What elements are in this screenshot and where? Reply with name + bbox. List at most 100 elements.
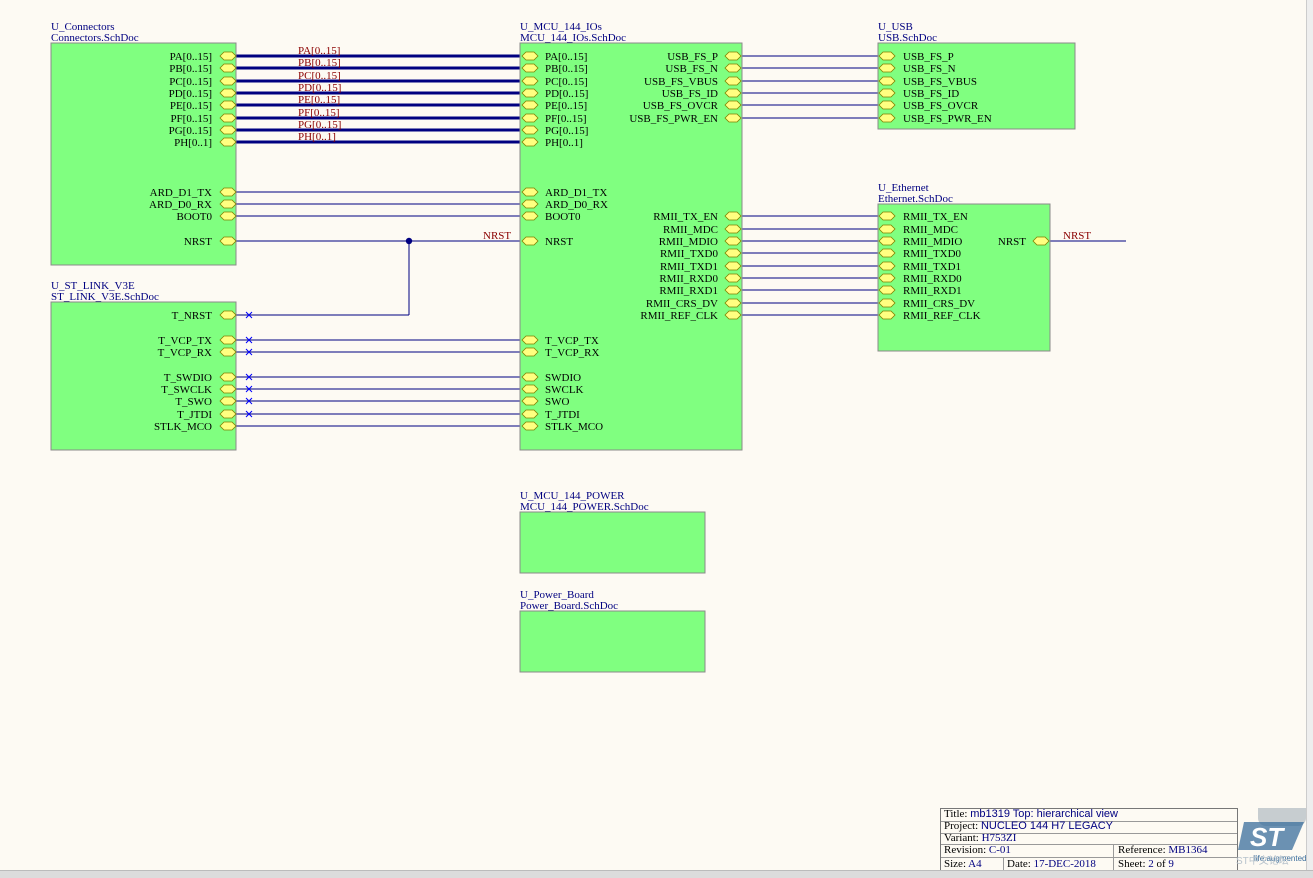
port-label-mcu-rmii-txd0: RMII_TXD0 xyxy=(660,248,719,260)
port-label-mcu-nrst: NRST xyxy=(545,236,573,248)
port-mcu-rmii-txd0 xyxy=(724,248,742,258)
port-label-mcu-rmii-tx-en: RMII_TX_EN xyxy=(653,211,718,223)
sheet-symbol-usb xyxy=(877,42,1076,130)
port-label-mcu-pg: PG[0..15] xyxy=(545,125,588,137)
bus-label-ph: PH[0..1] xyxy=(298,131,336,143)
port-mcu-pc xyxy=(521,76,539,86)
port-mcu-pe xyxy=(521,100,539,110)
port-eth-rmii-mdio xyxy=(878,236,896,246)
port-label-stlink-t-swo: T_SWO xyxy=(175,396,212,408)
port-label-mcu-ph: PH[0..1] xyxy=(545,137,583,149)
bus-label-pf: PF[0..15] xyxy=(298,107,340,119)
bus-label-pg: PG[0..15] xyxy=(298,119,341,131)
port-label-mcu-rmii-ref-clk: RMII_REF_CLK xyxy=(640,310,718,322)
bus-label-pc: PC[0..15] xyxy=(298,70,341,82)
sheet-symbol-power_board xyxy=(519,610,706,673)
port-stlink-t-jtdi xyxy=(219,409,237,419)
port-label-stlink-t-jtdi: T_JTDI xyxy=(177,409,212,421)
port-label-mcu-usb-fs-id: USB_FS_ID xyxy=(662,88,718,100)
port-connectors-pb xyxy=(219,63,237,73)
port-label-connectors-ard-d0-rx: ARD_D0_RX xyxy=(149,199,212,211)
sheet-value: 2 xyxy=(1148,858,1154,870)
net-label-nrst-eth: NRST xyxy=(1063,230,1091,242)
port-label-stlink-t-swclk: T_SWCLK xyxy=(161,384,212,396)
port-label-usb-usb-fs-ovcr: USB_FS_OVCR xyxy=(903,100,979,112)
port-label-usb-usb-fs-id: USB_FS_ID xyxy=(903,88,959,100)
port-label-mcu-t-vcp-tx: T_VCP_TX xyxy=(545,335,599,347)
port-label-mcu-pb: PB[0..15] xyxy=(545,63,588,75)
port-connectors-boot0 xyxy=(219,211,237,221)
revision-value: C-01 xyxy=(988,844,1011,856)
port-eth-rmii-txd1 xyxy=(878,261,896,271)
port-label-eth-rmii-ref-clk: RMII_REF_CLK xyxy=(903,310,981,322)
port-label-connectors-pd: PD[0..15] xyxy=(169,88,212,100)
sheet-filename-st_link: ST_LINK_V3E.SchDoc xyxy=(51,291,159,303)
sheet-designator-power_board: U_Power_Board xyxy=(520,589,594,601)
port-label-connectors-nrst: NRST xyxy=(184,236,212,248)
size-field: Size: A4 xyxy=(944,858,982,870)
port-label-mcu-pf: PF[0..15] xyxy=(545,113,587,125)
port-mcu-usb-fs-n xyxy=(724,63,742,73)
port-label-mcu-usb-fs-n: USB_FS_N xyxy=(665,63,718,75)
port-mcu-usb-fs-id xyxy=(724,88,742,98)
port-mcu-usb-fs-vbus xyxy=(724,76,742,86)
port-mcu-pb xyxy=(521,63,539,73)
port-mcu-pd xyxy=(521,88,539,98)
port-mcu-pf xyxy=(521,113,539,123)
bus-label-pa: PA[0..15] xyxy=(298,45,340,57)
port-label-mcu-boot0: BOOT0 xyxy=(545,211,581,223)
port-eth-rmii-rxd0 xyxy=(878,273,896,283)
sheet-designator-mcu_power: U_MCU_144_POWER xyxy=(520,490,625,502)
port-eth-rmii-crs-dv xyxy=(878,298,896,308)
title-block: Title: mb1319 Top: hierarchical view Pro… xyxy=(940,808,1238,872)
no-connect-414 xyxy=(245,410,253,418)
port-label-connectors-pa: PA[0..15] xyxy=(170,51,212,63)
sheet-filename-connectors: Connectors.SchDoc xyxy=(51,32,139,44)
port-label-mcu-ard-d1-tx: ARD_D1_TX xyxy=(545,187,607,199)
port-mcu-swdio xyxy=(521,372,539,382)
bus-label-pd: PD[0..15] xyxy=(298,82,341,94)
port-label-mcu-usb-fs-pwr-en: USB_FS_PWR_EN xyxy=(629,113,718,125)
port-mcu-pa xyxy=(521,51,539,61)
port-connectors-pe xyxy=(219,100,237,110)
port-label-eth-nrst-out: NRST xyxy=(998,236,1026,248)
sheet-symbol-ethernet xyxy=(877,203,1051,352)
horizontal-scrollbar[interactable] xyxy=(0,870,1313,878)
reference-field: Reference: MB1364 xyxy=(1118,844,1208,856)
port-eth-rmii-txd0 xyxy=(878,248,896,258)
sheet-filename-mcu_ios: MCU_144_IOs.SchDoc xyxy=(520,32,626,44)
port-label-connectors-pf: PF[0..15] xyxy=(170,113,212,125)
port-connectors-pg xyxy=(219,125,237,135)
port-label-mcu-t-jtdi: T_JTDI xyxy=(545,409,580,421)
port-mcu-rmii-tx-en xyxy=(724,211,742,221)
port-mcu-usb-fs-p xyxy=(724,51,742,61)
port-label-stlink-stlk-mco: STLK_MCO xyxy=(154,421,212,433)
port-mcu-rmii-mdc xyxy=(724,224,742,234)
no-connect-t-nrst xyxy=(245,311,253,319)
junction-dot xyxy=(405,237,413,245)
vertical-scrollbar[interactable] xyxy=(1306,0,1313,870)
port-label-stlink-t-swdio: T_SWDIO xyxy=(164,372,212,384)
sheet-designator-st_link: U_ST_LINK_V3E xyxy=(51,280,135,292)
port-label-connectors-pb: PB[0..15] xyxy=(169,63,212,75)
port-mcu-t-vcp-tx xyxy=(521,335,539,345)
no-connect-389 xyxy=(245,385,253,393)
port-mcu-boot0 xyxy=(521,211,539,221)
sheet-symbol-st_link xyxy=(50,301,237,451)
port-label-usb-usb-fs-p: USB_FS_P xyxy=(903,51,954,63)
port-connectors-ph xyxy=(219,137,237,147)
net-label-nrst-mcu: NRST xyxy=(483,230,511,242)
port-label-mcu-rmii-mdc: RMII_MDC xyxy=(663,224,718,236)
port-usb-usb-fs-pwr-en xyxy=(878,113,896,123)
port-label-mcu-stlk-mco: STLK_MCO xyxy=(545,421,603,433)
port-eth-rmii-tx-en xyxy=(878,211,896,221)
port-connectors-pc xyxy=(219,76,237,86)
sheet-field: Sheet: 2 of 9 xyxy=(1118,858,1174,870)
sheet-filename-usb: USB.SchDoc xyxy=(878,32,937,44)
port-stlink-t-vcp-tx xyxy=(219,335,237,345)
revision-field: Revision: C-01 xyxy=(944,844,1011,856)
port-mcu-rmii-mdio xyxy=(724,236,742,246)
port-label-eth-rmii-rxd0: RMII_RXD0 xyxy=(903,273,962,285)
port-label-eth-rmii-mdio: RMII_MDIO xyxy=(903,236,962,248)
project-value: NUCLEO 144 H7 LEGACY xyxy=(980,820,1114,832)
